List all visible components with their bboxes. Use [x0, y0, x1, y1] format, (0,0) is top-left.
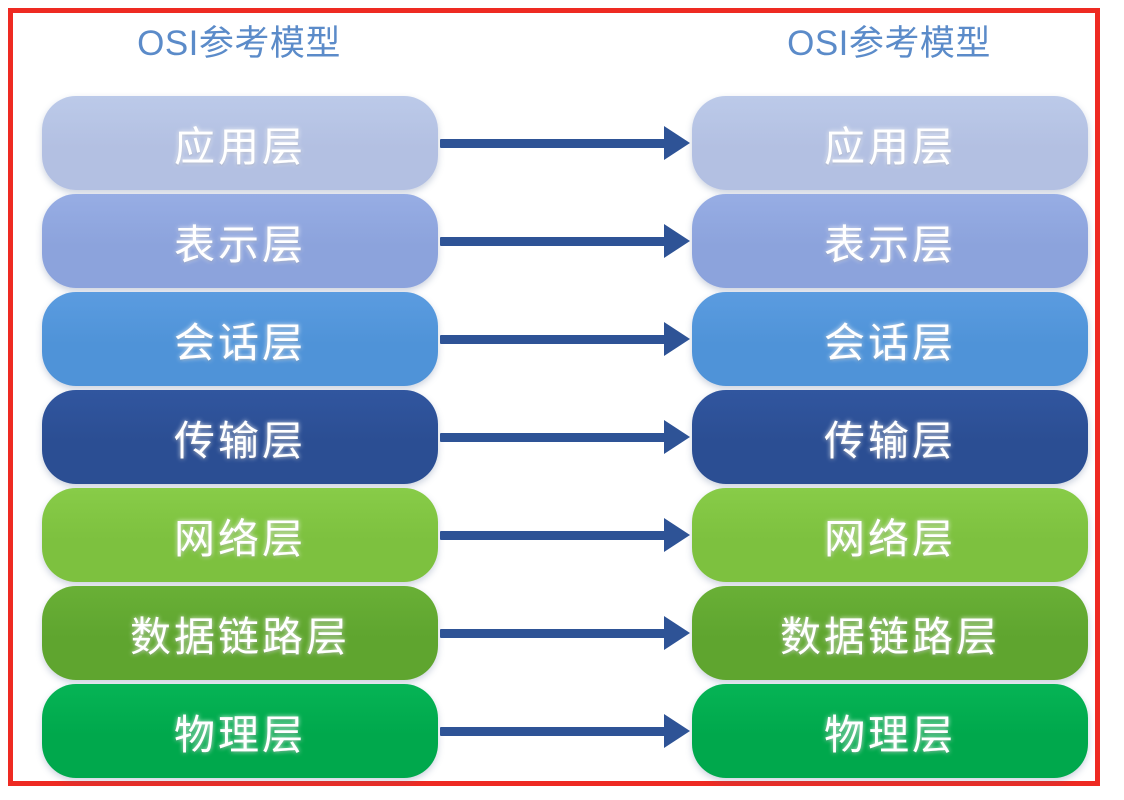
arrow-line-layer-2: [440, 629, 667, 638]
osi-layer-label: 数据链路层: [130, 614, 350, 660]
arrow-line-layer-7: [440, 139, 667, 148]
arrow-line-layer-6: [440, 237, 667, 246]
arrow-line-layer-4: [440, 433, 667, 442]
osi-layer-label: 数据链路层: [780, 614, 1000, 660]
osi-layer-label: 传输层: [824, 418, 956, 464]
osi-layer-label: 应用层: [174, 124, 306, 170]
osi-layer-label: 会话层: [174, 320, 306, 366]
osi-layer-left-5[interactable]: 会话层: [42, 292, 438, 386]
osi-layer-left-7[interactable]: 应用层: [42, 96, 438, 190]
osi-stack-left: 应用层表示层会话层传输层网络层数据链路层物理层: [42, 96, 438, 782]
osi-layer-right-3[interactable]: 网络层: [692, 488, 1088, 582]
arrow-line-layer-3: [440, 531, 667, 540]
osi-layer-left-6[interactable]: 表示层: [42, 194, 438, 288]
osi-layer-label: 网络层: [174, 516, 306, 562]
arrow-line-layer-5: [440, 335, 667, 344]
osi-layer-right-6[interactable]: 表示层: [692, 194, 1088, 288]
osi-layer-right-5[interactable]: 会话层: [692, 292, 1088, 386]
arrow-head-layer-5: [664, 322, 690, 356]
osi-layer-left-4[interactable]: 传输层: [42, 390, 438, 484]
osi-layer-label: 网络层: [824, 516, 956, 562]
osi-layer-label: 应用层: [824, 124, 956, 170]
osi-layer-label: 物理层: [174, 712, 306, 758]
column-title-right: OSI参考模型: [787, 24, 991, 63]
osi-stack-right: 应用层表示层会话层传输层网络层数据链路层物理层: [692, 96, 1088, 782]
arrow-head-layer-1: [664, 714, 690, 748]
arrow-head-layer-3: [664, 518, 690, 552]
arrow-line-layer-1: [440, 727, 667, 736]
arrow-head-layer-6: [664, 224, 690, 258]
arrow-head-layer-2: [664, 616, 690, 650]
osi-layer-right-1[interactable]: 物理层: [692, 684, 1088, 778]
osi-layer-label: 物理层: [824, 712, 956, 758]
osi-layer-label: 表示层: [174, 222, 306, 268]
osi-layer-label: 传输层: [174, 418, 306, 464]
osi-layer-left-3[interactable]: 网络层: [42, 488, 438, 582]
arrow-head-layer-7: [664, 126, 690, 160]
arrow-head-layer-4: [664, 420, 690, 454]
osi-layer-right-4[interactable]: 传输层: [692, 390, 1088, 484]
osi-layer-label: 表示层: [824, 222, 956, 268]
osi-layer-left-1[interactable]: 物理层: [42, 684, 438, 778]
osi-layer-label: 会话层: [824, 320, 956, 366]
osi-layer-right-2[interactable]: 数据链路层: [692, 586, 1088, 680]
osi-layer-left-2[interactable]: 数据链路层: [42, 586, 438, 680]
column-title-left: OSI参考模型: [137, 24, 341, 63]
osi-layer-right-7[interactable]: 应用层: [692, 96, 1088, 190]
